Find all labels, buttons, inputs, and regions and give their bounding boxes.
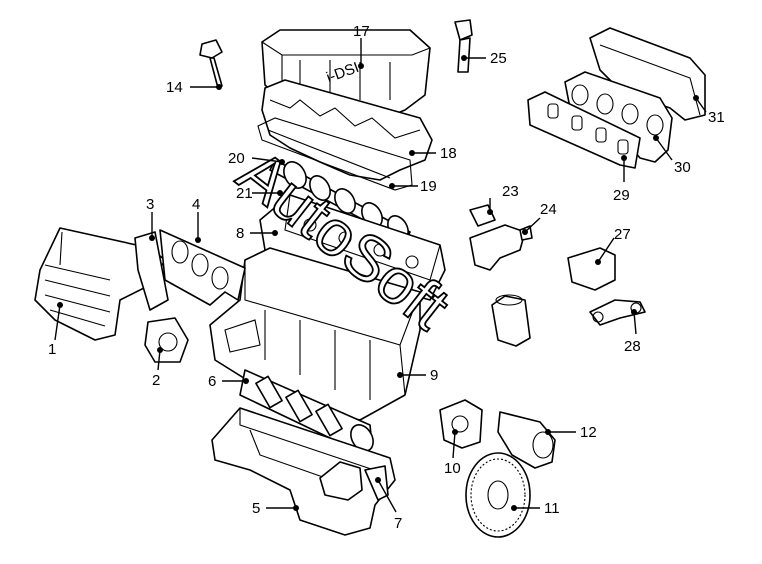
callout-24: 24 — [522, 201, 557, 235]
callout-label: 17 — [353, 23, 370, 40]
callout-label: 19 — [420, 178, 437, 195]
callout-label: 3 — [146, 196, 154, 213]
throttle-body-part — [144, 317, 189, 363]
fitting-23-part — [469, 204, 496, 227]
callout-25: 25 — [461, 50, 507, 67]
water-pump-part — [439, 399, 483, 449]
callout-5: 5 — [252, 500, 299, 517]
callout-label: 7 — [394, 515, 402, 532]
sensor-25-part — [454, 19, 473, 73]
callout-14: 14 — [166, 79, 222, 96]
callout-21: 21 — [236, 185, 283, 202]
oil-filter-part — [491, 294, 531, 347]
callout-label: 14 — [166, 79, 183, 96]
callout-label: 27 — [614, 226, 631, 243]
callout-31: 31 — [693, 95, 725, 126]
callout-19: 19 — [389, 178, 437, 195]
callout-8: 8 — [236, 225, 278, 242]
callout-label: 18 — [440, 145, 457, 162]
sensor-14-part — [199, 39, 223, 89]
callout-label: 28 — [624, 338, 641, 355]
callout-label: 11 — [544, 500, 560, 517]
callout-27: 27 — [595, 226, 631, 265]
flywheel-part — [465, 452, 531, 538]
callout-1: 1 — [48, 302, 63, 358]
callout-label: 23 — [502, 183, 519, 200]
callout-label: 21 — [236, 185, 253, 202]
callout-3: 3 — [146, 196, 155, 241]
callout-29: 29 — [613, 155, 630, 204]
callout-30: 30 — [653, 135, 691, 176]
callout-label: 20 — [228, 150, 245, 167]
callout-label: 6 — [208, 373, 216, 390]
callout-label: 30 — [674, 159, 691, 176]
callout-9: 9 — [397, 367, 438, 384]
callout-6: 6 — [208, 373, 249, 390]
callout-10: 10 — [444, 429, 461, 477]
callout-17: 17 — [353, 23, 370, 69]
callout-label: 10 — [444, 460, 461, 477]
bracket-27-part — [567, 247, 616, 291]
callout-23: 23 — [487, 183, 519, 215]
callout-11: 11 — [511, 500, 560, 517]
callout-18: 18 — [409, 145, 457, 162]
exhaust-gasket-part — [527, 91, 641, 169]
cover-gasket-part — [257, 117, 413, 191]
pump-12-part — [497, 411, 556, 469]
cam-carrier-part — [261, 79, 433, 181]
callout-label: 31 — [708, 109, 725, 126]
crankshaft-part — [239, 369, 374, 452]
arm-28-part — [589, 299, 646, 326]
callout-label: 29 — [613, 187, 630, 204]
callout-label: 1 — [48, 341, 56, 358]
oil-strainer-part — [319, 461, 389, 501]
callout-label: 24 — [540, 201, 557, 218]
callout-label: 8 — [236, 225, 244, 242]
intake-gasket-part — [159, 229, 246, 306]
callout-label: 4 — [192, 196, 200, 213]
callout-label: 2 — [152, 372, 160, 389]
callout-label: 9 — [430, 367, 438, 384]
callout-12: 12 — [545, 424, 597, 441]
callout-2: 2 — [152, 347, 163, 389]
callout-7: 7 — [375, 477, 402, 532]
callout-28: 28 — [624, 309, 641, 355]
callout-4: 4 — [192, 196, 201, 243]
callout-label: 12 — [580, 424, 597, 441]
callout-label: 25 — [490, 50, 507, 67]
callout-label: 5 — [252, 500, 260, 517]
callout-20: 20 — [228, 150, 285, 167]
